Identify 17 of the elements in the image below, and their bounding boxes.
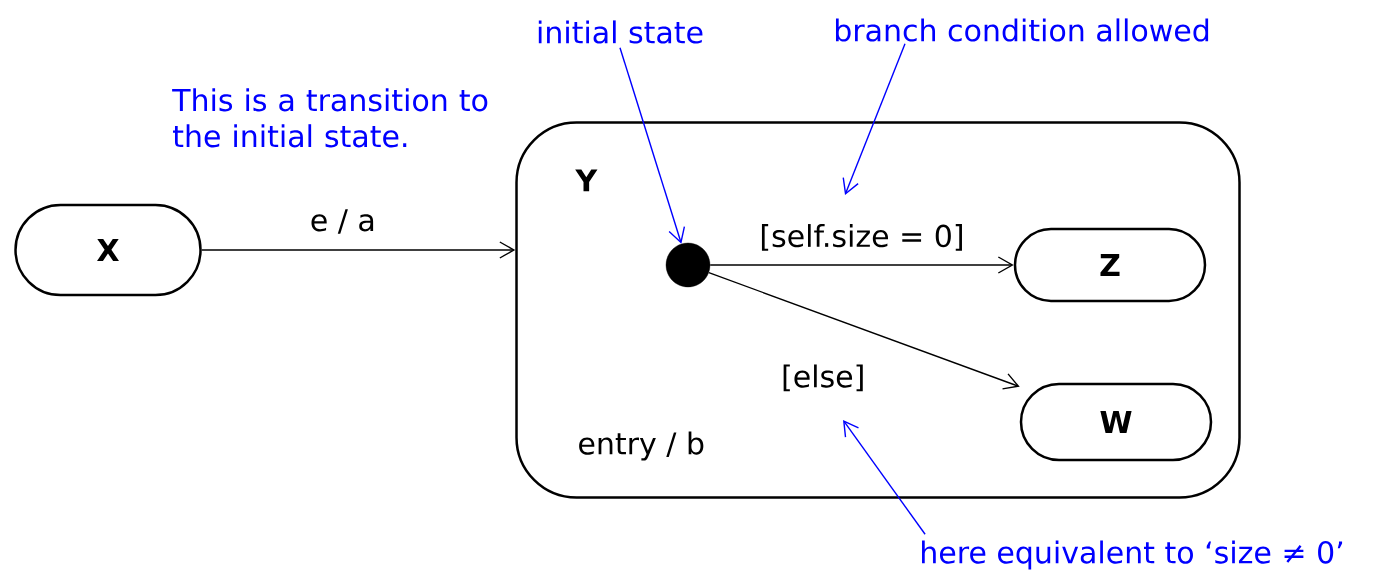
transition-arrow — [201, 241, 516, 259]
state-box: W — [1019, 382, 1213, 462]
edge-label: e / a — [307, 207, 378, 236]
edge-label: [self.size = 0] — [757, 222, 967, 253]
note-text: This is a transition to the initial state. — [172, 88, 488, 148]
transition-arrow — [709, 256, 1014, 274]
note-text: branch condition allowed — [836, 18, 1209, 42]
leader-arrow — [843, 420, 926, 535]
note-text: here equivalent to ‘size ≠ 0’ — [922, 540, 1343, 570]
leader-arrow — [842, 43, 906, 195]
state-box: X — [14, 203, 202, 297]
initial-state-dot — [665, 242, 711, 288]
leader-arrow — [619, 47, 686, 244]
edge-label: [else] — [779, 362, 868, 394]
state-box: Z — [1013, 227, 1207, 303]
transition-arrow — [708, 271, 1020, 390]
note-text: initial state — [538, 20, 703, 44]
